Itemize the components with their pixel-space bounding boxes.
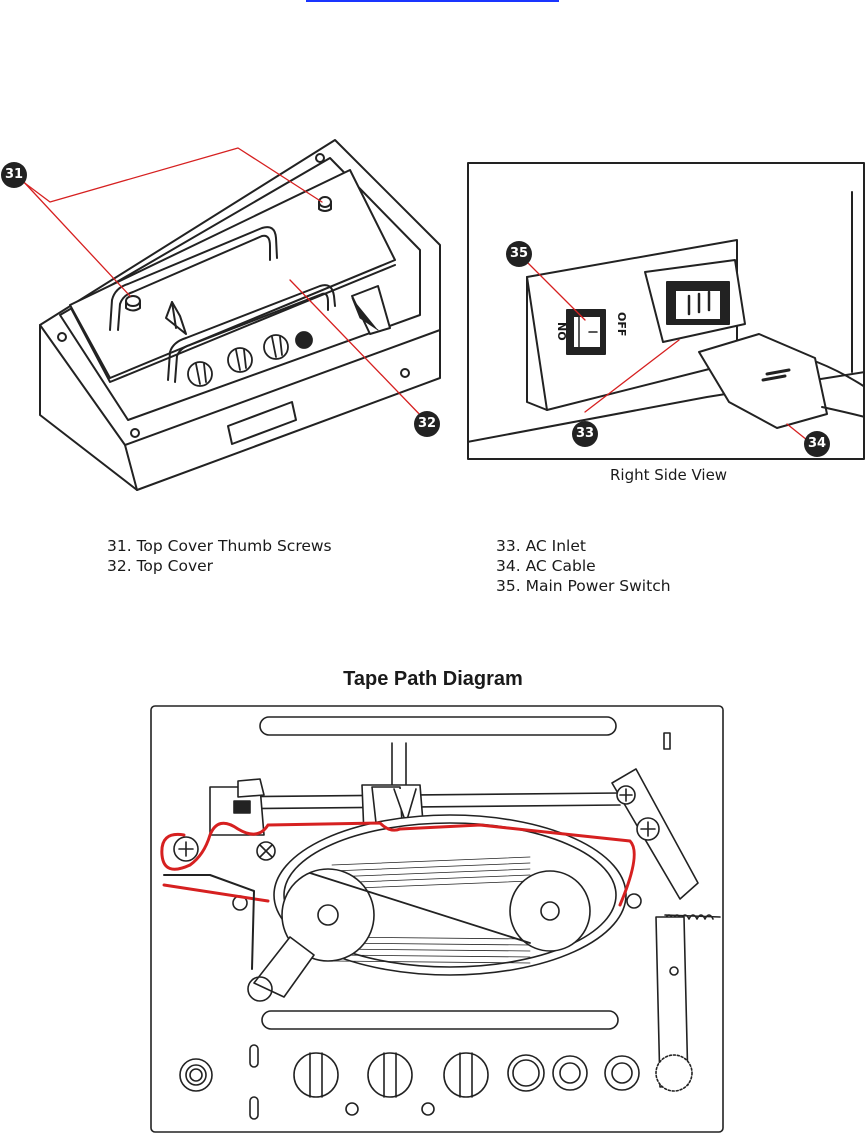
switch-on-label: ON — [556, 322, 569, 341]
callout-34: 34 — [807, 436, 827, 451]
legend-left: 31. Top Cover Thumb Screws 32. Top Cover — [107, 536, 332, 576]
legend-item: 33. AC Inlet — [496, 537, 586, 555]
legend-right: 33. AC Inlet 34. AC Cable 35. Main Power… — [496, 536, 671, 596]
legend-item: 32. Top Cover — [107, 557, 214, 575]
switch-off-label: OFF — [615, 312, 628, 337]
top-cover-illustration: 31 32 — [0, 120, 460, 520]
callout-33: 33 — [575, 426, 595, 441]
callout-35: 35 — [509, 246, 529, 261]
callout-32: 32 — [417, 416, 437, 431]
header-link-underline[interactable] — [306, 0, 559, 2]
right-side-view-illustration: 35 33 34 ON OFF — [467, 162, 865, 460]
tape-path-diagram — [150, 705, 724, 1133]
legend-item: 34. AC Cable — [496, 557, 596, 575]
diagram-title: Tape Path Diagram — [343, 668, 523, 690]
legend-item: 31. Top Cover Thumb Screws — [107, 537, 332, 555]
legend-item: 35. Main Power Switch — [496, 577, 671, 595]
callout-31: 31 — [4, 167, 24, 182]
right-view-caption: Right Side View — [610, 466, 728, 484]
